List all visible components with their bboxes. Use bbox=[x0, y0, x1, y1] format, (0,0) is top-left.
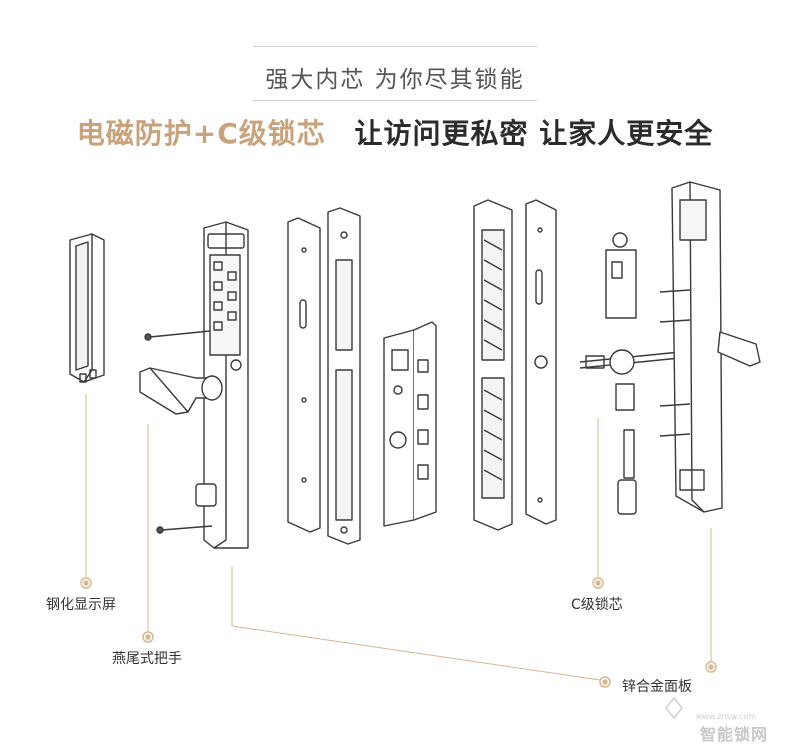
leader-lines bbox=[85, 394, 712, 681]
leader-dots bbox=[80, 577, 717, 688]
label-glass-screen: 钢化显示屏 bbox=[46, 597, 116, 613]
watermark-logo-icon bbox=[665, 696, 683, 720]
watermark-text: 智能锁网 bbox=[699, 725, 768, 744]
inner-plate-4 bbox=[525, 199, 557, 525]
label-lock-core: C级锁芯 bbox=[571, 597, 623, 613]
front-panel-part bbox=[139, 221, 249, 549]
header-rule-top bbox=[253, 46, 537, 47]
mortise-lock-part bbox=[383, 321, 437, 527]
subtitle: 强大内芯 为你尽其锁能 bbox=[265, 67, 525, 93]
inner-plate-1 bbox=[287, 217, 321, 533]
inner-plate-2 bbox=[327, 207, 361, 545]
headline: 电磁防护+C级锁芯 让访问更私密 让家人更安全 bbox=[0, 112, 790, 152]
lock-cylinder-part bbox=[579, 232, 681, 515]
header-rule-bottom bbox=[253, 100, 537, 101]
label-handle: 燕尾式把手 bbox=[112, 651, 182, 667]
inner-plate-3 bbox=[473, 199, 513, 531]
watermark-url: www.znsw.com bbox=[695, 712, 756, 721]
glass-screen-part bbox=[69, 233, 105, 383]
headline-accent: 电磁防护+C级锁芯 bbox=[76, 117, 326, 150]
headline-rest: 让访问更私密 让家人更安全 bbox=[354, 117, 714, 150]
label-panel: 锌合金面板 bbox=[622, 679, 692, 695]
rear-panel-part bbox=[659, 181, 761, 513]
